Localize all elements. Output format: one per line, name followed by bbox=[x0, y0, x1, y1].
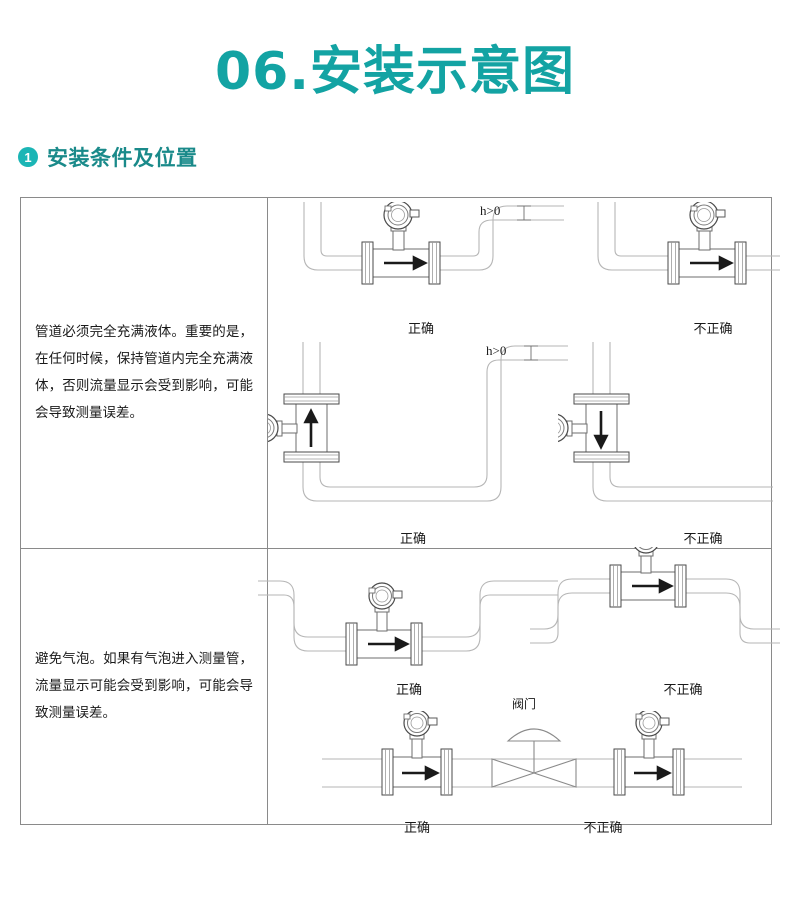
figure-caption-valve-before-correct: 正确 bbox=[403, 821, 430, 836]
annotation-h-gt-0-vertical: h>0 bbox=[486, 343, 507, 358]
figure-vertical-correct: h>0 bbox=[268, 342, 568, 512]
row-description-cell-full-pipe: 管道必须完全充满液体。重要的是，在任何时候，保持管道内完全充满液体，否则流量显示… bbox=[21, 198, 268, 548]
section-title: 安装条件及位置 bbox=[47, 147, 198, 170]
table-row: 管道必须完全充满液体。重要的是，在任何时候，保持管道内完全充满液体，否则流量显示… bbox=[21, 198, 780, 549]
flowmeter-icon-low-point bbox=[345, 582, 423, 666]
figure-caption-vertical-correct: 正确 bbox=[399, 532, 426, 547]
figure-low-point-correct bbox=[258, 563, 558, 683]
figure-horizontal-incorrect bbox=[580, 202, 780, 322]
figure-caption-valve-after-incorrect: 不正确 bbox=[583, 821, 623, 836]
row-description-text: 管道必须完全充满液体。重要的是，在任何时候，保持管道内完全充满液体，否则流量显示… bbox=[35, 324, 253, 421]
valve-icon bbox=[491, 728, 577, 788]
annotation-h-gt-0: h>0 bbox=[480, 203, 501, 218]
figure-caption-horizontal-correct: 正确 bbox=[407, 322, 434, 337]
table-row: 避免气泡。如果有气泡进入测量管，流量显示可能会受到影响，可能会导致测量误差。 bbox=[21, 547, 780, 836]
h-dimension-marker-1 bbox=[517, 205, 531, 221]
row-description-cell-air-bubble: 避免气泡。如果有气泡进入测量管，流量显示可能会受到影响，可能会导致测量误差。 bbox=[21, 549, 268, 824]
row-figures-cell-full-pipe: h>0 正确 bbox=[268, 198, 780, 548]
figure-caption-low-point-correct: 正确 bbox=[395, 683, 422, 698]
annotation-valve-label: 阀门 bbox=[512, 697, 537, 711]
installation-diagram-table: 管道必须完全充满液体。重要的是，在任何时候，保持管道内完全充满液体，否则流量显示… bbox=[20, 197, 780, 836]
figure-vertical-incorrect bbox=[558, 342, 773, 512]
row-figures-cell-air-bubble: 正确 bbox=[258, 547, 780, 836]
horizontal-incorrect-diagram bbox=[597, 202, 780, 285]
flowmeter-icon-vertical-correct bbox=[268, 393, 340, 463]
valve-installation-diagram bbox=[322, 711, 742, 796]
flowmeter-icon-before-valve bbox=[381, 711, 453, 796]
section-number-badge: 1 bbox=[18, 147, 38, 167]
figure-caption-vertical-incorrect: 不正确 bbox=[683, 532, 723, 547]
flowmeter-icon-vertical-incorrect bbox=[558, 393, 630, 463]
figure-valve-installation: 阀门 bbox=[322, 697, 742, 821]
vertical-correct-diagram bbox=[268, 342, 568, 502]
figure-high-point-incorrect bbox=[530, 547, 780, 677]
horizontal-correct-diagram bbox=[303, 202, 564, 285]
flowmeter-icon-horizontal-correct bbox=[361, 202, 441, 285]
high-point-incorrect-diagram bbox=[530, 547, 780, 644]
figure-caption-horizontal-incorrect: 不正确 bbox=[693, 322, 733, 337]
row-description-text: 避免气泡。如果有气泡进入测量管，流量显示可能会受到影响，可能会导致测量误差。 bbox=[35, 651, 253, 721]
flowmeter-icon-high-point bbox=[609, 547, 687, 608]
h-dimension-marker-2 bbox=[524, 345, 538, 361]
section-heading: 1 安装条件及位置 bbox=[18, 142, 790, 172]
page-title: 06.安装示意图 bbox=[214, 42, 576, 102]
flowmeter-icon-horizontal-incorrect bbox=[667, 202, 747, 285]
flowmeter-icon-after-valve bbox=[613, 711, 685, 796]
low-point-correct-diagram bbox=[258, 580, 558, 666]
figure-caption-high-point-incorrect: 不正确 bbox=[663, 683, 703, 698]
vertical-incorrect-diagram bbox=[558, 342, 773, 502]
figure-horizontal-correct: h>0 bbox=[274, 202, 564, 322]
